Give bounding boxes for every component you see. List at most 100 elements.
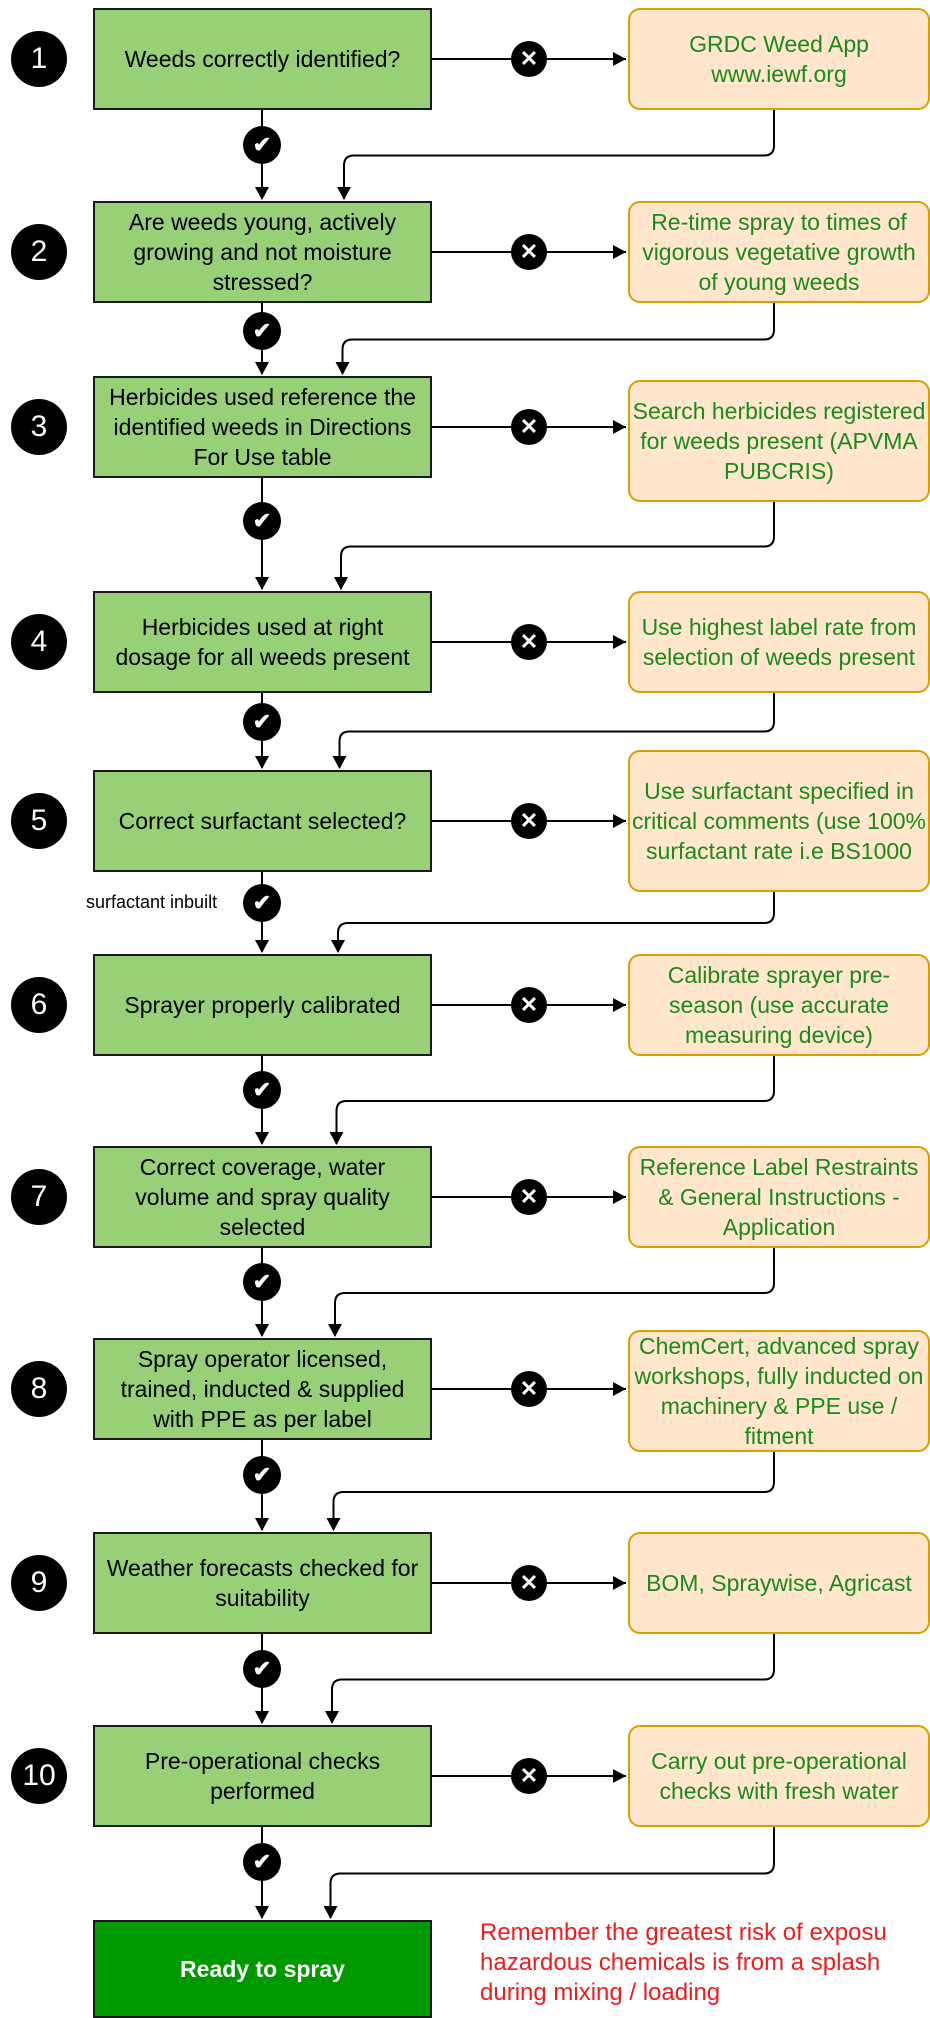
step-question-text: Pre-operational checks performed <box>144 1748 381 1804</box>
ready-to-spray-label: Ready to spray <box>180 1955 345 1982</box>
no-cross-icon: ✕ <box>511 1371 547 1407</box>
return-arrowhead <box>326 1518 341 1531</box>
yes-arrowhead <box>255 1906 269 1919</box>
yes-arrowhead <box>255 1132 269 1145</box>
return-connector-line <box>341 303 775 374</box>
step-number-7: 7 <box>11 1169 67 1225</box>
yes-arrowhead <box>255 756 269 769</box>
return-connector-line <box>334 1248 775 1336</box>
yes-check-icon: ✔ <box>243 1455 281 1494</box>
yes-check-icon: ✔ <box>243 884 281 923</box>
no-cross-icon: ✕ <box>511 1565 547 1601</box>
no-cross-icon: ✕ <box>511 41 547 77</box>
step-number-9: 9 <box>11 1555 67 1611</box>
return-connector-line <box>338 693 775 768</box>
no-cross-icon: ✕ <box>511 987 547 1023</box>
step-question-box: Correct surfactant selected? <box>93 770 432 872</box>
no-arrowhead <box>613 814 626 828</box>
corrective-action-text: BOM, Spraywise, Agricast <box>646 1570 912 1596</box>
step-question-text: Herbicides used at right dosage for all … <box>115 614 410 670</box>
yes-check-icon: ✔ <box>243 501 281 540</box>
step-question-text: Weather forecasts checked for suitabilit… <box>106 1555 419 1611</box>
return-arrowhead <box>323 1906 338 1919</box>
step-question-text: Sprayer properly calibrated <box>124 992 401 1018</box>
return-arrowhead <box>329 1132 344 1145</box>
return-arrowhead <box>334 577 348 590</box>
corrective-action-text: Use highest label rate from selection of… <box>641 614 917 670</box>
return-connector-line <box>329 1827 775 1918</box>
return-arrowhead <box>331 940 345 953</box>
no-arrowhead <box>613 1382 626 1396</box>
step-number-8: 8 <box>11 1361 67 1417</box>
step-question-box: Pre-operational checks performed <box>93 1725 432 1827</box>
step-question-box: Sprayer properly calibrated <box>93 954 432 1056</box>
warning-line-3: during mixing / loading <box>480 1979 721 2006</box>
no-arrowhead <box>613 420 626 434</box>
warning-line-1: Remember the greatest risk of exposu <box>480 1919 887 1946</box>
no-arrowhead <box>613 245 626 259</box>
return-arrowhead <box>325 1711 339 1724</box>
return-connector-line <box>335 1056 775 1144</box>
step-number-2: 2 <box>11 224 67 280</box>
step-question-box: Are weeds young, actively growing and no… <box>93 201 432 303</box>
return-arrowhead <box>328 1324 342 1337</box>
step-number-1: 1 <box>11 31 67 87</box>
yes-arrowhead <box>255 577 269 590</box>
return-connector-line <box>332 1452 775 1530</box>
corrective-action-text: Re-time spray to times of vigorous veget… <box>642 209 916 295</box>
corrective-action-text: Use surfactant specified in critical com… <box>632 778 926 864</box>
return-arrowhead <box>332 756 347 769</box>
corrective-action-text: Carry out pre-operational checks with fr… <box>651 1748 907 1804</box>
corrective-action-text: Search herbicides registered for weeds p… <box>632 398 926 484</box>
step-number-3: 3 <box>11 399 67 455</box>
no-cross-icon: ✕ <box>511 803 547 839</box>
step-question-text: Are weeds young, actively growing and no… <box>128 209 397 295</box>
no-arrowhead <box>613 635 626 649</box>
step-number-10: 10 <box>11 1748 67 1804</box>
step-question-box: Herbicides used reference the identified… <box>93 376 432 478</box>
yes-arrowhead <box>255 187 269 200</box>
corrective-action-text: Reference Label Restraints & General Ins… <box>639 1154 919 1240</box>
yes-check-icon: ✔ <box>243 311 281 350</box>
yes-check-icon: ✔ <box>243 125 281 164</box>
step-question-text: Herbicides used reference the identified… <box>109 384 416 470</box>
step-question-box: Weeds correctly identified? <box>93 8 432 110</box>
return-connector-line <box>343 110 775 199</box>
step-question-text: Correct surfactant selected? <box>118 808 407 834</box>
no-arrowhead <box>613 1190 626 1204</box>
corrective-action-box: Use highest label rate from selection of… <box>628 591 930 693</box>
corrective-action-box: Search herbicides registered for weeds p… <box>628 380 930 502</box>
yes-check-icon: ✔ <box>243 703 281 742</box>
return-connector-line <box>331 1634 775 1723</box>
yes-arrowhead <box>255 940 269 953</box>
yes-check-icon: ✔ <box>243 1263 281 1302</box>
corrective-action-box: Calibrate sprayer pre-season (use accura… <box>628 954 930 1056</box>
no-cross-icon: ✕ <box>511 234 547 270</box>
corrective-action-box: Use surfactant specified in critical com… <box>628 750 930 892</box>
return-arrowhead <box>335 362 350 375</box>
yes-arrowhead <box>255 362 269 375</box>
corrective-action-text: ChemCert, advanced spray workshops, full… <box>634 1333 924 1449</box>
no-cross-icon: ✕ <box>511 409 547 445</box>
step-number-5: 5 <box>11 793 67 849</box>
step-question-box: Herbicides used at right dosage for all … <box>93 591 432 693</box>
corrective-action-box: Carry out pre-operational checks with fr… <box>628 1725 930 1827</box>
step-question-box: Spray operator licensed, trained, induct… <box>93 1338 432 1440</box>
no-cross-icon: ✕ <box>511 624 547 660</box>
warning-note: Remember the greatest risk of exposu haz… <box>480 1918 930 2018</box>
return-connector-line <box>340 502 775 589</box>
corrective-action-box: BOM, Spraywise, Agricast <box>628 1532 930 1634</box>
check-side-label: surfactant inbuilt <box>86 892 218 913</box>
warning-line-2: hazardous chemicals is from a splash <box>480 1949 881 1976</box>
no-cross-icon: ✕ <box>511 1179 547 1215</box>
yes-arrowhead <box>255 1518 269 1531</box>
step-number-4: 4 <box>11 614 67 670</box>
no-arrowhead <box>613 998 626 1012</box>
ready-to-spray-box: Ready to spray <box>93 1920 432 2018</box>
corrective-action-box: GRDC Weed App www.iewf.org <box>628 8 930 110</box>
yes-check-icon: ✔ <box>243 1649 281 1688</box>
yes-arrowhead <box>255 1711 269 1724</box>
step-question-box: Correct coverage, water volume and spray… <box>93 1146 432 1248</box>
return-connector-line <box>337 892 775 952</box>
